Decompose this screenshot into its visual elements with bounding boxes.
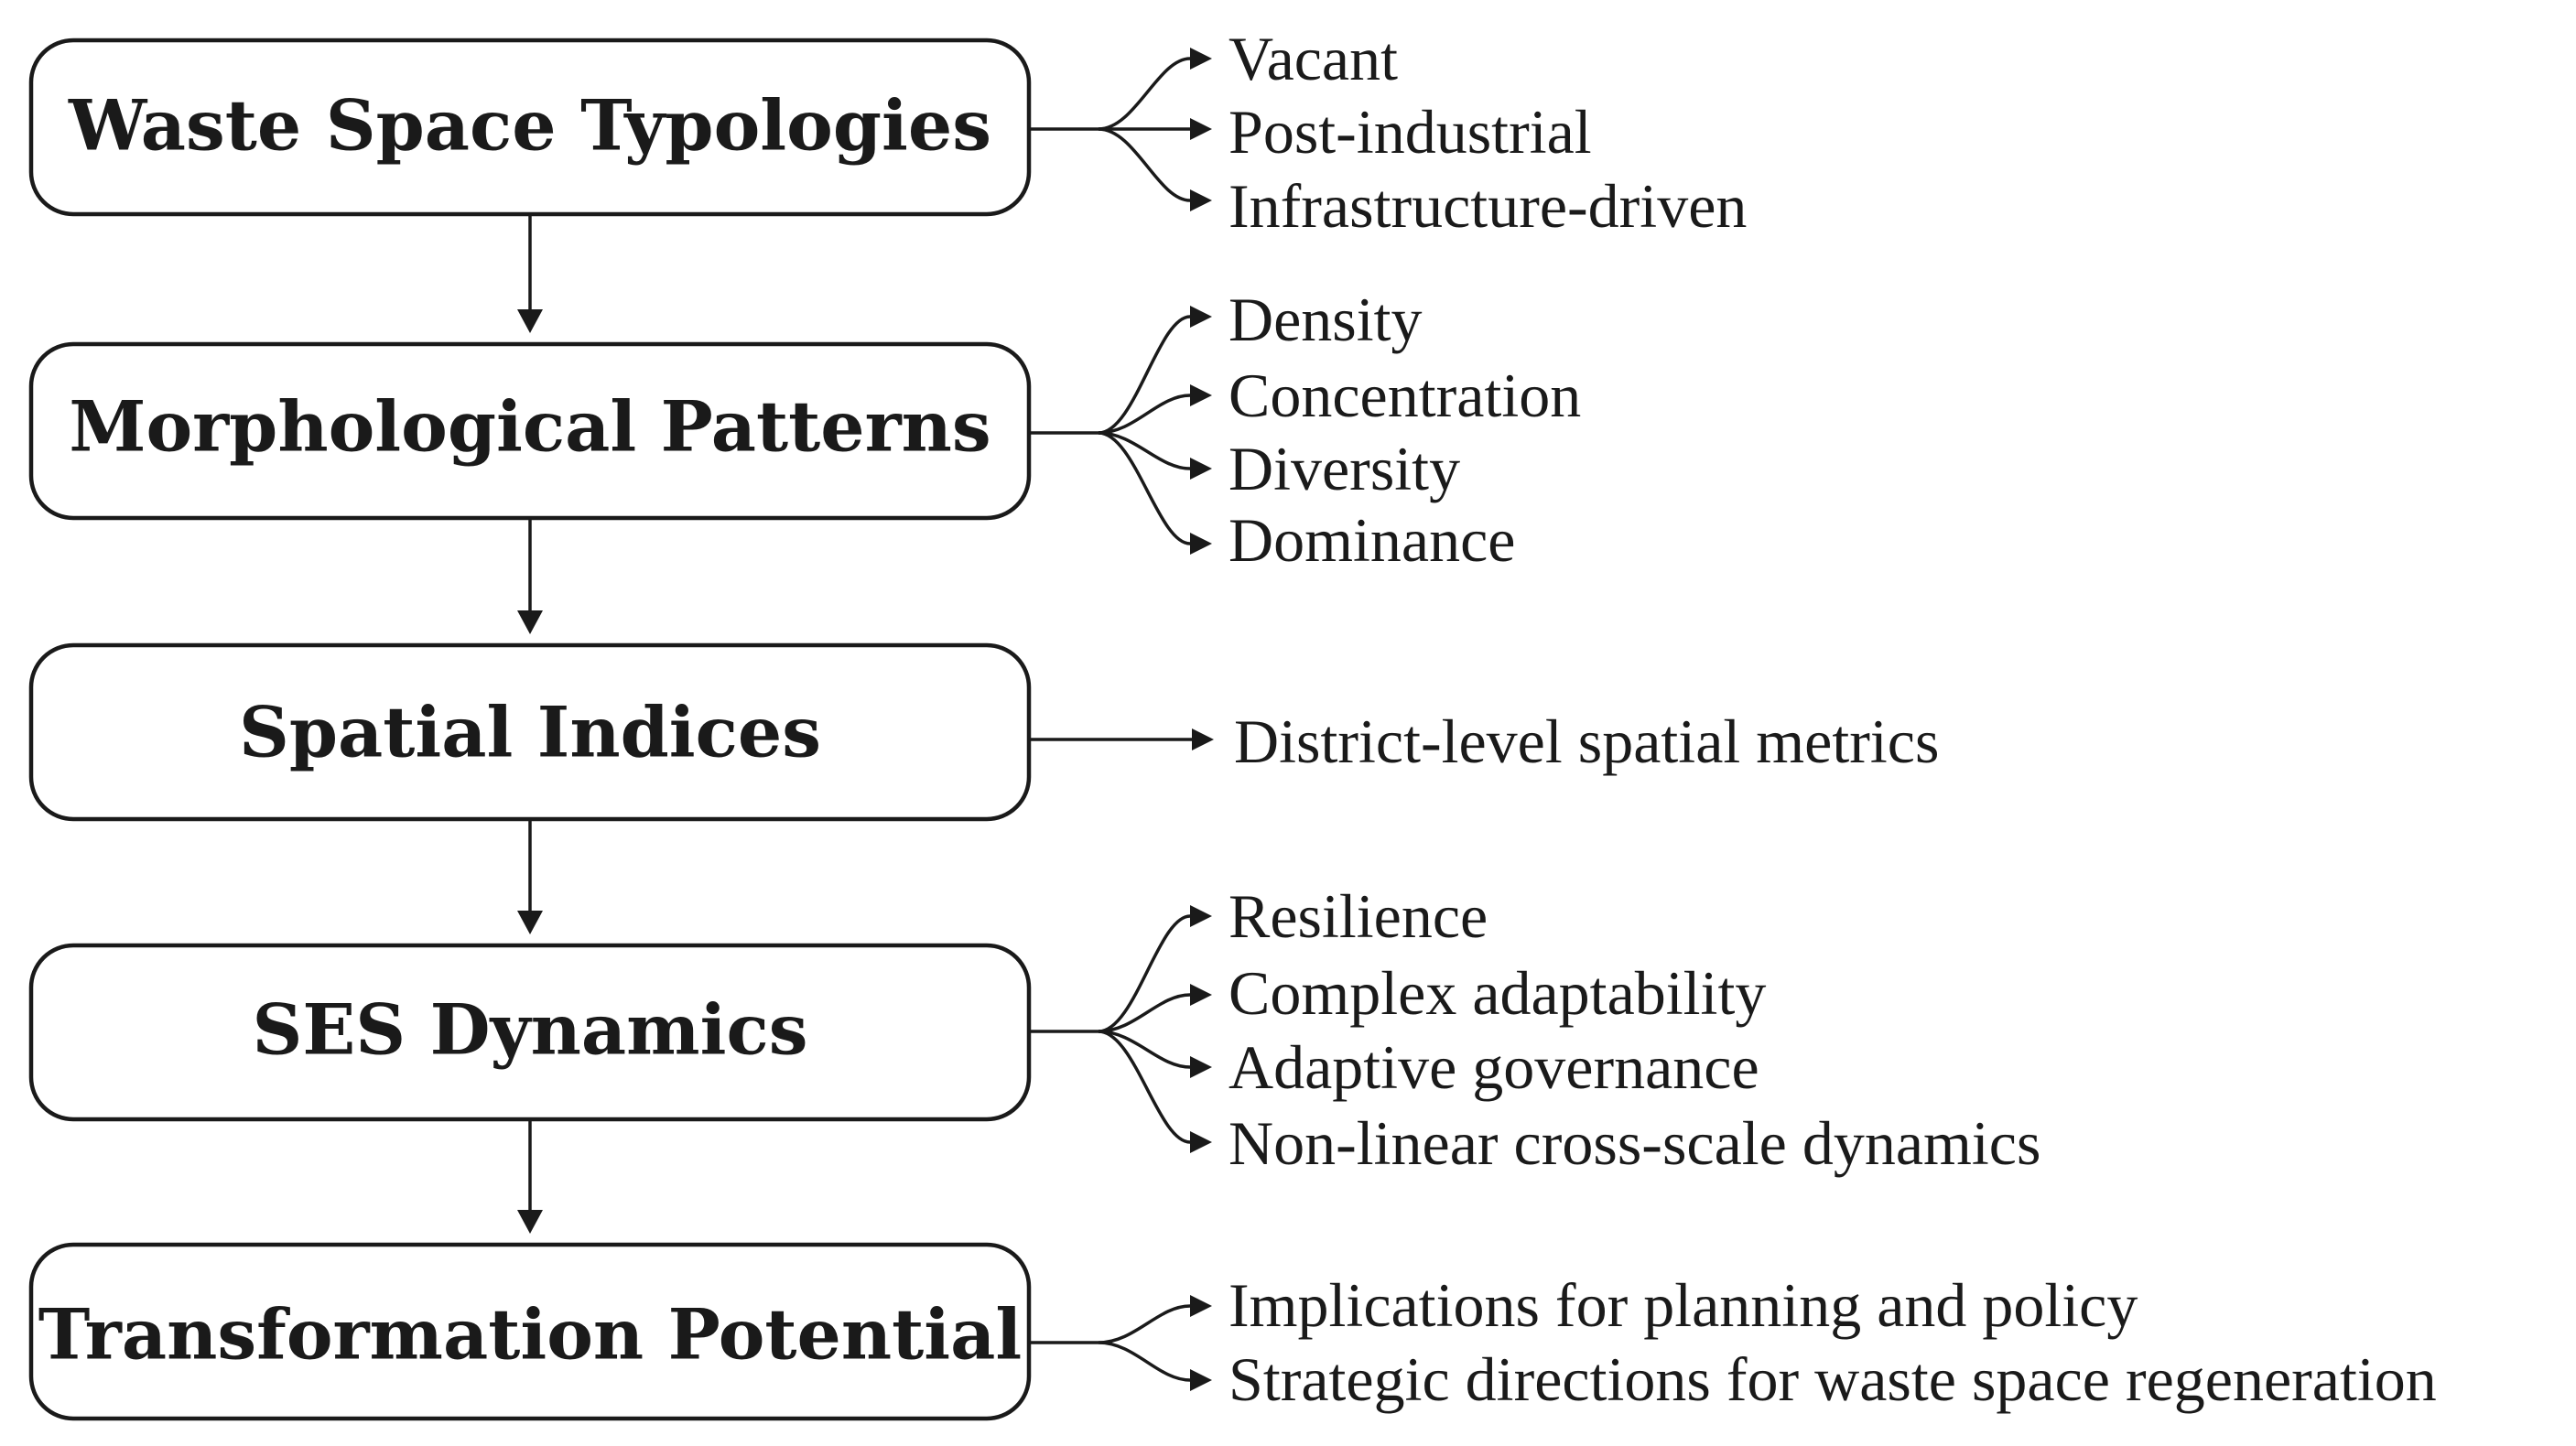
arrowhead-icon (1190, 458, 1212, 480)
stage-label: Morphological Patterns (69, 386, 990, 468)
stage-box-ses-dynamics: SES Dynamics (28, 943, 1032, 1122)
arrowhead-icon (1190, 189, 1212, 211)
arrowhead-icon (1190, 533, 1212, 555)
stage-label: Transformation Potential (38, 1294, 1022, 1376)
stage-box-waste-space-typologies: Waste Space Typologies (28, 38, 1032, 217)
arrowhead-icon (1190, 1056, 1212, 1078)
item-resilience: Resilience (1228, 881, 1488, 951)
arrowhead-icon (1190, 1295, 1212, 1317)
branch-connector-stage-2 (1029, 306, 1212, 555)
arrowhead-icon (1190, 1131, 1212, 1153)
item-post-industrial: Post-industrial (1228, 97, 1592, 167)
flow-arrow-4-5 (517, 1119, 543, 1234)
arrowhead-icon (1190, 1369, 1212, 1391)
item-dominance: Dominance (1228, 505, 1515, 575)
arrowhead-icon (1190, 48, 1212, 70)
item-vacant: Vacant (1228, 24, 1398, 93)
arrowhead-icon (1190, 905, 1212, 927)
branch-connector-stage-1 (1029, 48, 1212, 211)
branch-connector-stage-4 (1029, 905, 1212, 1153)
arrowhead-icon (1190, 118, 1212, 140)
item-infrastructure-driven: Infrastructure-driven (1228, 171, 1747, 241)
arrowhead-icon (1190, 306, 1212, 328)
branch-connector-stage-5 (1029, 1295, 1212, 1391)
item-complex-adaptability: Complex adaptability (1228, 958, 1766, 1028)
flow-arrow-3-4 (517, 819, 543, 934)
stage-label: Spatial Indices (239, 692, 821, 773)
stage-box-morphological-patterns: Morphological Patterns (28, 341, 1032, 521)
stage-box-spatial-indices: Spatial Indices (28, 642, 1032, 822)
stage-label: Waste Space Typologies (68, 85, 991, 167)
stage-box-transformation-potential: Transformation Potential (28, 1242, 1032, 1421)
arrowhead-icon (1190, 984, 1212, 1006)
arrowhead-icon (1192, 728, 1214, 750)
item-diversity: Diversity (1228, 434, 1460, 503)
flow-arrow-2-3 (517, 518, 543, 634)
item-non-linear-cross-scale-dynamics: Non-linear cross-scale dynamics (1228, 1108, 2040, 1178)
stage-label: SES Dynamics (252, 989, 807, 1071)
item-concentration: Concentration (1228, 361, 1581, 430)
arrowhead-icon (1190, 384, 1212, 406)
item-district-level-spatial-metrics: District-level spatial metrics (1234, 707, 1939, 776)
branch-connector-stage-3 (1029, 728, 1214, 750)
flow-arrow-1-2 (517, 214, 543, 333)
item-implications-for-planning-and-policy: Implications for planning and policy (1228, 1270, 2138, 1340)
item-density: Density (1228, 285, 1423, 354)
item-adaptive-governance: Adaptive governance (1228, 1032, 1759, 1102)
item-strategic-directions: Strategic directions for waste space reg… (1228, 1344, 2437, 1414)
